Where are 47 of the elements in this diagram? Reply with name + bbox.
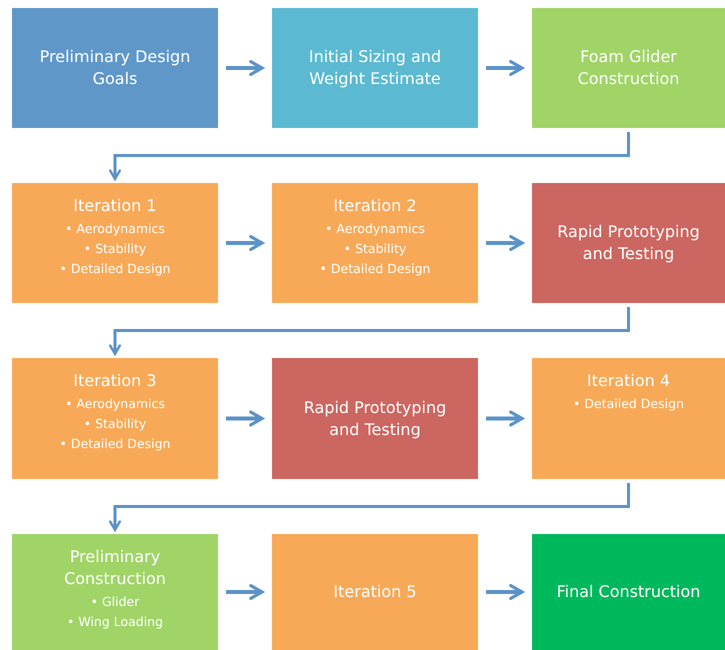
box-title: Iteration 3 — [73, 370, 157, 392]
process-box — [12, 8, 218, 128]
box-title: Preliminary Construction — [63, 546, 167, 590]
box-title: Rapid Prototyping and Testing — [556, 221, 701, 265]
bullet-item: • Detailed Design — [320, 260, 430, 278]
arrow — [109, 132, 630, 180]
bullet-item: • Detailed Design — [573, 395, 684, 413]
process-box — [12, 534, 218, 650]
bullet-item: • Aerodynamics — [65, 395, 165, 413]
box-title: Initial Sizing and Weight Estimate — [308, 46, 442, 90]
box-title: Final Construction — [556, 581, 700, 603]
bullet-item: • Wing Loading — [66, 613, 164, 631]
process-box — [12, 358, 218, 479]
box-title: Iteration 1 — [73, 195, 157, 217]
arrow — [226, 410, 264, 426]
arrow — [486, 584, 524, 600]
process-box — [12, 183, 218, 303]
arrow — [486, 410, 524, 426]
process-box — [272, 8, 478, 128]
bullet-item: • Aerodynamics — [65, 220, 165, 238]
arrow — [226, 60, 264, 76]
box-title: Iteration 5 — [333, 581, 417, 603]
bullet-item: • Detailed Design — [60, 260, 170, 278]
process-box — [532, 8, 725, 128]
arrow — [109, 483, 630, 532]
process-box — [532, 358, 725, 479]
bullet-item: • Detailed Design — [60, 435, 170, 453]
bullet-item: • Glider — [90, 593, 140, 611]
box-title: Iteration 2 — [333, 195, 417, 217]
box-title: Iteration 4 — [586, 370, 670, 392]
arrow — [109, 307, 630, 356]
bullet-item: • Stability — [84, 240, 146, 258]
process-box — [272, 358, 478, 479]
bullet-item: • Stability — [84, 415, 146, 433]
arrow — [226, 584, 264, 600]
process-box — [532, 534, 725, 650]
process-box — [272, 534, 478, 650]
box-title: Foam Glider Construction — [576, 46, 680, 90]
arrow — [226, 235, 264, 251]
box-title: Rapid Prototyping and Testing — [302, 396, 448, 440]
process-box — [272, 183, 478, 303]
bullet-item: • Stability — [344, 240, 406, 258]
arrow — [486, 60, 524, 76]
box-title: Preliminary Design Goals — [38, 46, 192, 90]
process-box — [532, 183, 725, 303]
bullet-item: • Aerodynamics — [325, 220, 425, 238]
arrow — [486, 235, 524, 251]
